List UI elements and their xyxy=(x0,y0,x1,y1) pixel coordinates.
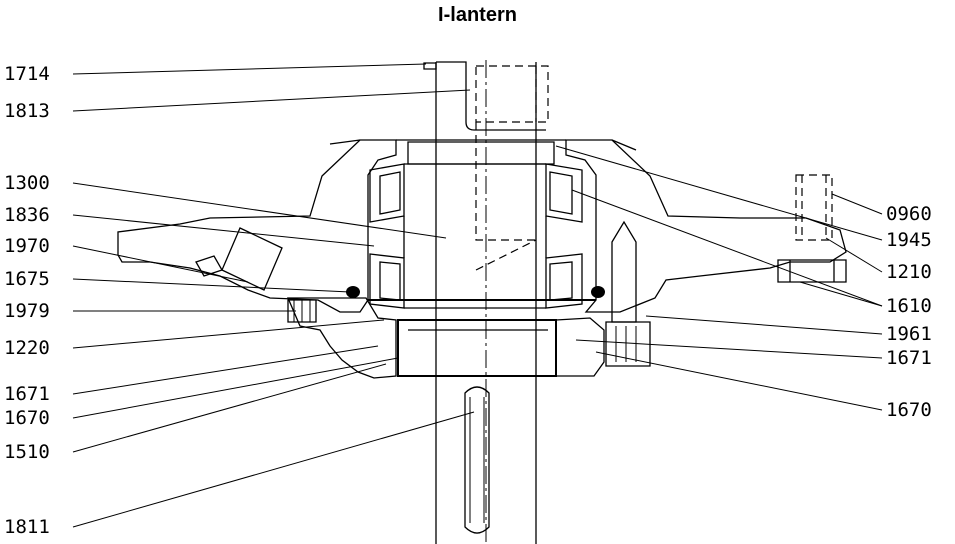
sleeve xyxy=(403,163,547,309)
upper-left-bearing xyxy=(369,163,405,223)
main-housing xyxy=(117,139,847,313)
label-1220: 1220 xyxy=(4,337,50,359)
label-1671-right: 1671 xyxy=(886,347,932,369)
label-1670-left: 1670 xyxy=(4,407,50,429)
stud-bolt xyxy=(777,174,847,283)
label-1979: 1979 xyxy=(4,300,50,322)
leader-lines xyxy=(72,63,883,528)
label-1813: 1813 xyxy=(4,100,50,122)
label-1961: 1961 xyxy=(886,323,932,345)
lower-right-bearing xyxy=(545,253,583,309)
label-1811: 1811 xyxy=(4,516,50,538)
label-1670-right: 1670 xyxy=(886,399,932,421)
label-1610: 1610 xyxy=(886,295,932,317)
label-1945: 1945 xyxy=(886,229,932,251)
o-ring-right xyxy=(591,286,605,298)
left-bolt xyxy=(195,227,283,291)
o-ring-left xyxy=(346,286,360,298)
shaft xyxy=(435,60,537,544)
right-vertical-bolt xyxy=(605,220,651,367)
upper-right-bearing xyxy=(545,163,583,223)
drawing-title: I-lantern xyxy=(438,4,517,26)
label-1510: 1510 xyxy=(4,441,50,463)
label-1675: 1675 xyxy=(4,268,50,290)
label-1970: 1970 xyxy=(4,235,50,257)
label-1836: 1836 xyxy=(4,204,50,226)
label-1714: 1714 xyxy=(4,63,50,85)
label-1210: 1210 xyxy=(886,261,932,283)
label-1300: 1300 xyxy=(4,172,50,194)
label-1671-left: 1671 xyxy=(4,383,50,405)
top-hub xyxy=(423,61,549,271)
label-0960: 0960 xyxy=(886,203,932,225)
lower-seal-housing xyxy=(287,297,605,379)
